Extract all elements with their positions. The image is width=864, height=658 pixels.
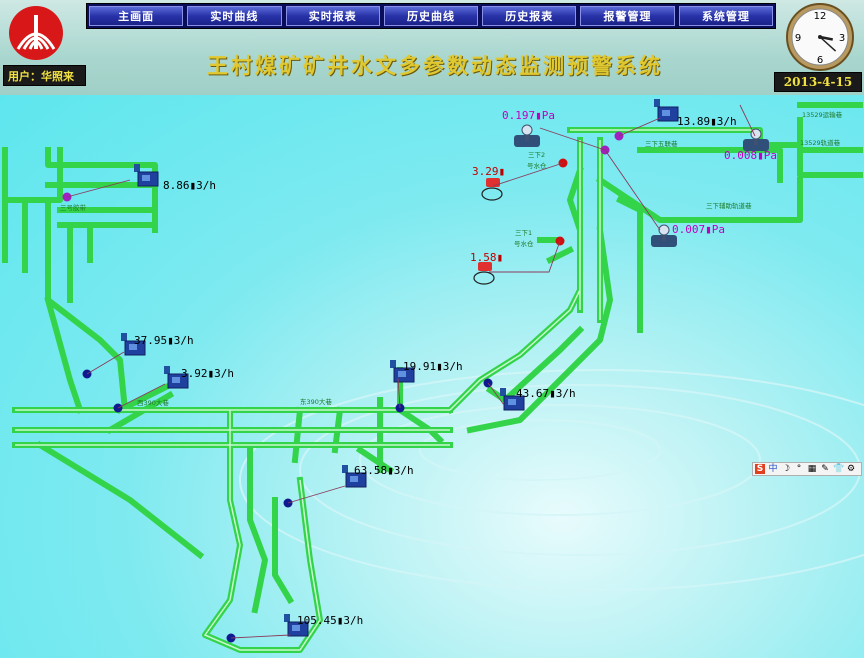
tunnel-label: 号水仓	[514, 239, 534, 248]
leader-line	[117, 383, 166, 409]
ime-pen-icon[interactable]: ✎	[821, 464, 829, 474]
clock-num-3: 3	[839, 33, 845, 44]
flow-meter-icon[interactable]	[284, 614, 309, 637]
tunnel-label: 三下1	[515, 229, 532, 237]
clock-num-6: 6	[817, 55, 823, 66]
tunnel-label: 13529运输巷	[802, 110, 843, 119]
sensor-reading: 3.92▮3/h	[181, 367, 234, 380]
tunnel-label: 三下五联巷	[645, 139, 678, 148]
clock-num-9: 9	[795, 33, 801, 44]
user-label: 用户：华照来	[3, 65, 86, 86]
flow-meter-icon[interactable]	[500, 388, 525, 411]
nav-system-management[interactable]: 系统管理	[678, 6, 773, 26]
tunnel-label: 东390大巷	[300, 397, 332, 406]
instrument-layer	[62, 99, 769, 643]
reading-labels: 0.197▮Pa 13.89▮3/h 0.008▮Pa 8.86▮3/h 3.29▮ 0.…	[134, 109, 777, 627]
nav-realtime-curve[interactable]: 实时曲线	[187, 6, 282, 26]
leader-line	[739, 104, 756, 137]
ime-logo-icon[interactable]: S	[755, 464, 765, 474]
leader-line	[489, 240, 561, 273]
pressure-sensor-icon[interactable]	[514, 124, 540, 147]
tunnel-network-inner	[15, 129, 760, 651]
flow-meter-icon[interactable]	[134, 164, 159, 187]
ime-settings-icon[interactable]: ⚙	[846, 464, 856, 474]
sensor-reading: 8.86▮3/h	[163, 179, 216, 192]
clock-icon: 12 3 6 9	[786, 3, 854, 71]
flow-meter-icon[interactable]	[654, 99, 679, 122]
flow-meter-icon[interactable]	[342, 465, 367, 488]
tunnel-label: 三下辅助轨道巷	[706, 201, 752, 210]
leader-line	[66, 179, 131, 198]
leader-line	[287, 485, 346, 504]
clock-minute-hand	[819, 36, 837, 52]
nav-history-curve[interactable]: 历史曲线	[383, 6, 479, 26]
pressure-sensor-icon[interactable]	[743, 128, 769, 151]
sensor-reading: 37.95▮3/h	[134, 334, 194, 347]
sensor-reading: 13.89▮3/h	[677, 115, 737, 128]
sensor-reading: 0.197▮Pa	[502, 109, 555, 122]
ime-moon-icon[interactable]: ☽	[781, 464, 791, 474]
pressure-sensor-icon[interactable]	[651, 224, 677, 247]
tunnel-label: 13529轨道巷	[800, 138, 841, 147]
leader-line	[604, 149, 661, 231]
leader-line	[539, 127, 606, 151]
water-level-sensor-icon[interactable]	[473, 262, 495, 285]
tunnel-label: 三下2	[528, 151, 545, 159]
clock-hour-hand	[819, 35, 833, 41]
leader-line	[492, 162, 564, 187]
tunnel-label: 三号胶带	[60, 203, 87, 212]
nav-main-screen[interactable]: 主画面	[89, 6, 184, 26]
sensor-reading: 0.007▮Pa	[672, 223, 725, 236]
tunnel-label: 号水仓	[527, 161, 547, 170]
water-level-sensor-icon[interactable]	[481, 178, 503, 201]
main-nav: 主画面 实时曲线 实时报表 历史曲线 历史报表 报警管理 系统管理	[86, 3, 776, 29]
sensor-reading: 3.29▮	[472, 165, 505, 178]
page-title: 王村煤矿矿井水文多参数动态监测预警系统	[207, 53, 663, 78]
flow-meter-icon[interactable]	[164, 366, 189, 389]
ime-skin-icon[interactable]: 👕	[833, 464, 845, 474]
company-logo-icon	[9, 6, 63, 60]
leader-line	[86, 351, 125, 375]
clock-num-12: 12	[814, 11, 827, 22]
nav-history-report[interactable]: 历史报表	[482, 6, 577, 26]
flow-meter-icon[interactable]	[121, 333, 146, 356]
ime-chinese-icon[interactable]: 中	[768, 464, 778, 474]
flow-meter-icon[interactable]	[390, 360, 415, 383]
tunnel-label: 西390大巷	[137, 398, 169, 407]
water-ripple-decoration	[239, 369, 864, 591]
sensor-reading: 63.58▮3/h	[354, 464, 414, 477]
date-display: 2013-4-15	[774, 72, 862, 92]
nav-realtime-report[interactable]: 实时报表	[285, 6, 380, 26]
tunnel-labels: 三号胶带西390大巷东390大巷三下2号水仓三下1号水仓三下五联巷三下辅助轨道巷…	[60, 110, 843, 407]
leader-line	[618, 117, 661, 137]
sensor-reading: 43.67▮3/h	[516, 387, 576, 400]
ime-keyboard-icon[interactable]: ▦	[807, 464, 817, 474]
leader-line	[487, 382, 505, 406]
sensor-reading: 0.008▮Pa	[724, 149, 777, 162]
sensor-reading: 1.58▮	[470, 251, 503, 264]
nav-alarm-management[interactable]: 报警管理	[580, 6, 675, 26]
sensor-reading: 105.45▮3/h	[297, 614, 363, 627]
leader-line	[397, 377, 401, 409]
leader-line	[230, 634, 291, 639]
header-bar: 主画面 实时曲线 实时报表 历史曲线 历史报表 报警管理 系统管理 用户：华照来…	[0, 0, 864, 95]
ime-toolbar[interactable]: S 中 ☽ ° ▦ ✎ 👕 ⚙	[752, 462, 862, 476]
ime-punct-icon[interactable]: °	[796, 464, 802, 474]
sensor-reading: 19.91▮3/h	[403, 360, 463, 373]
